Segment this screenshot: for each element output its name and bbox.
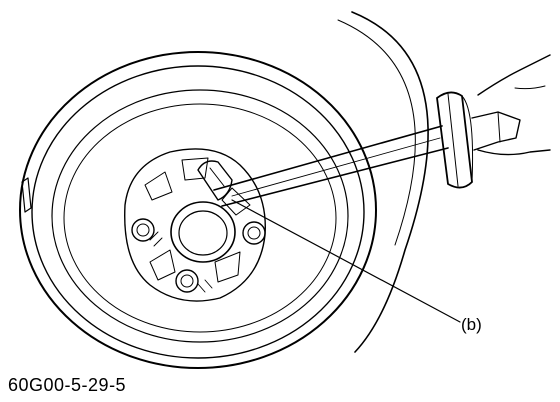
wheel-studs	[131, 218, 266, 293]
tire-outline	[337, 11, 429, 353]
puller-bolt-head	[197, 160, 233, 201]
figure-id: 60G00-5-29-5	[8, 375, 127, 395]
callout-leader-line	[231, 199, 461, 323]
sliding-weight	[436, 91, 474, 189]
brake-drum-rim	[19, 51, 377, 369]
hammer-handle	[471, 111, 521, 151]
callout-label-b: (b)	[461, 315, 482, 334]
hand	[477, 54, 551, 156]
hub-center-bore	[170, 201, 236, 263]
sliding-hammer-shaft	[213, 125, 449, 207]
